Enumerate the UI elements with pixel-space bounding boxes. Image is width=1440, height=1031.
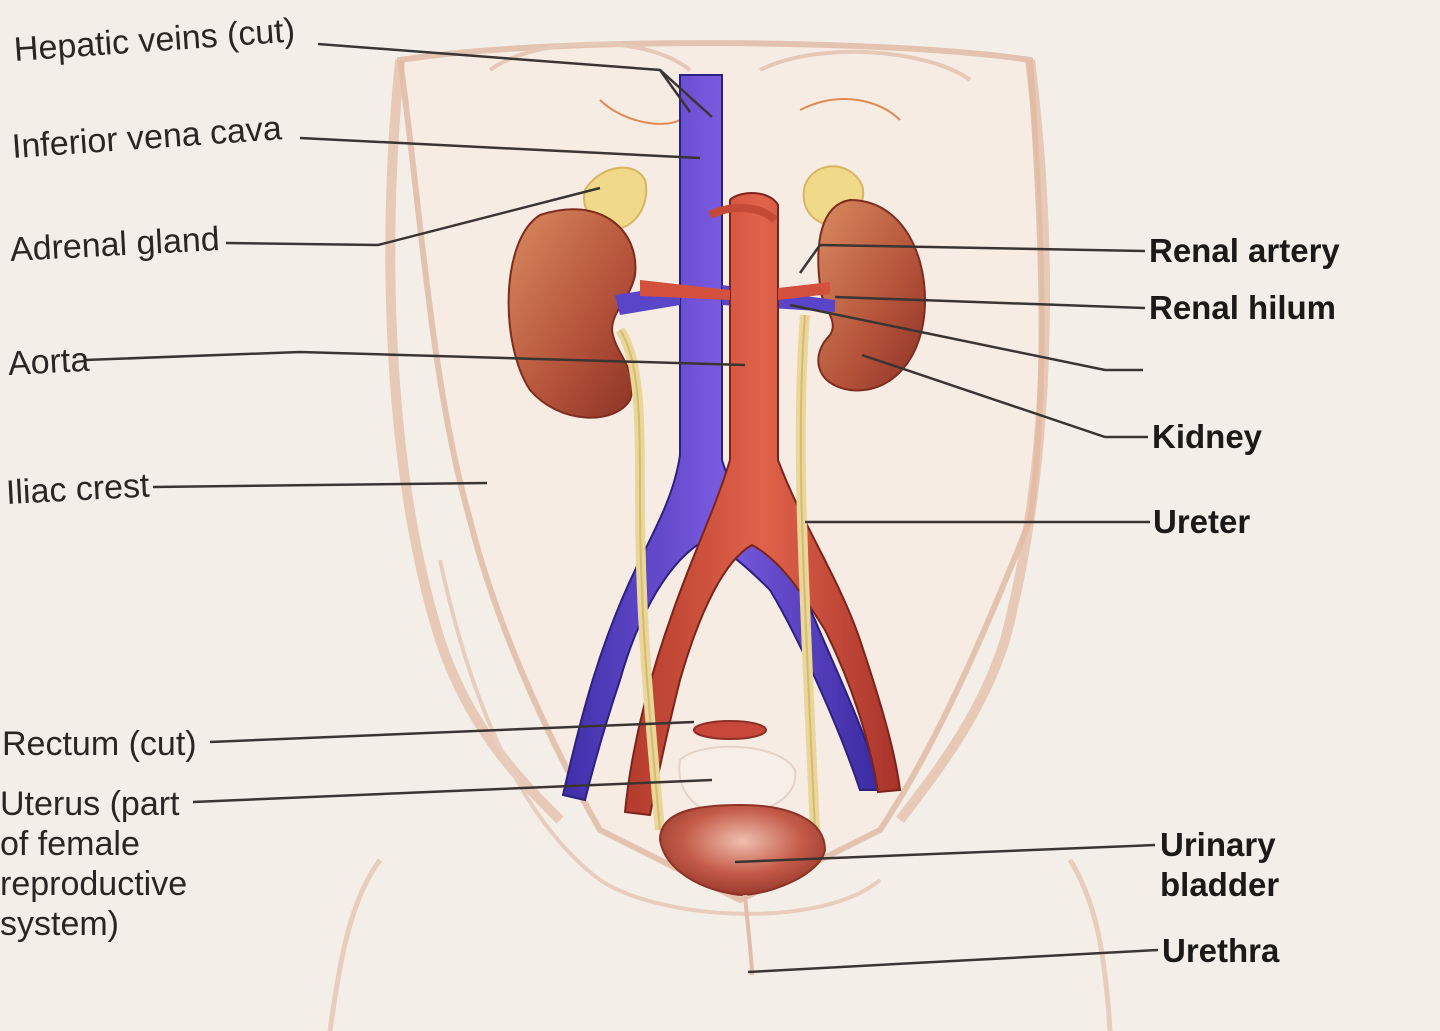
leader-renal-artery [798, 243, 1146, 274]
leader-iliac-crest [152, 481, 488, 489]
label-urethra: Urethra [1162, 932, 1280, 969]
urinary-bladder [658, 803, 827, 897]
leader-renal-hilum [834, 295, 1146, 310]
leader-urinary-bladder [734, 843, 1156, 864]
label-renal-hilum: Renal hilum [1149, 289, 1337, 326]
leader-renal-vein [789, 303, 1143, 372]
uterus [678, 745, 797, 817]
label-urinary-bladder-line-1: Urinary [1160, 826, 1276, 863]
rectum-cut [693, 720, 767, 740]
leader-rectum [209, 720, 695, 744]
pelvic-organs [658, 720, 827, 976]
label-uterus-line-3: reproductive [0, 865, 188, 903]
leader-aorta [84, 350, 746, 367]
leader-adrenal-gland [225, 186, 601, 247]
label-urinary-bladder-line-2: bladder [1160, 866, 1280, 903]
label-uterus-line-4: system) [0, 905, 119, 943]
leader-inferior-vena-cava [299, 136, 701, 160]
label-aorta: Aorta [7, 340, 91, 383]
leader-lines [84, 42, 1159, 974]
ureters [615, 314, 820, 831]
label-kidney: Kidney [1152, 418, 1263, 455]
label-rectum: Rectum (cut) [2, 725, 197, 763]
label-iliac-crest: Iliac crest [5, 466, 151, 512]
label-uterus-line-2: of female [0, 825, 140, 863]
leader-kidney [861, 353, 1148, 439]
leader-urethra [747, 948, 1159, 974]
label-renal-artery: Renal artery [1149, 232, 1340, 269]
urethra [743, 894, 754, 976]
leader-uterus [192, 778, 713, 804]
label-uterus-line-1: Uterus (part [0, 785, 180, 823]
label-ureter: Ureter [1153, 503, 1251, 540]
label-uterus: Uterus (part of female reproductive syst… [0, 784, 187, 944]
label-urinary-bladder: Urinary bladder [1160, 825, 1279, 905]
leader-hepatic-veins-2 [658, 69, 692, 113]
